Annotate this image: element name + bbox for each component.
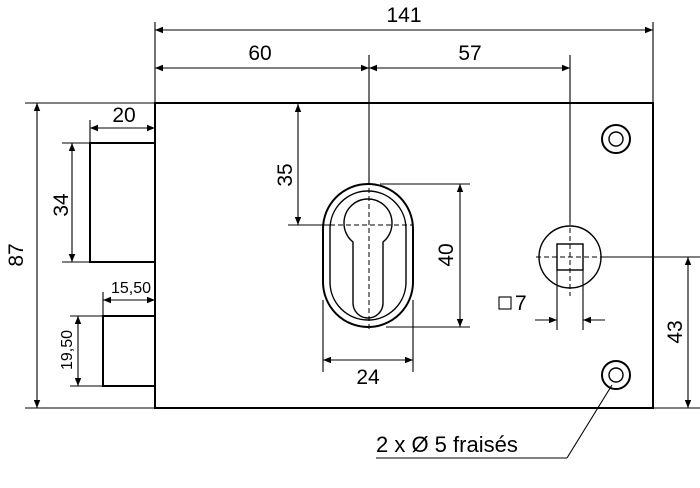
screw-holes-note: 2 x Ø 5 fraisés	[376, 432, 518, 457]
screw-hole-top-outer	[601, 124, 631, 154]
dim-7-label: 7	[515, 292, 527, 315]
top-bolt	[89, 142, 155, 263]
dim-60-label: 60	[248, 42, 271, 65]
dim-19-50-label: 19,50	[59, 330, 76, 370]
dim-40-label: 40	[435, 243, 458, 266]
screw-note-leader	[566, 384, 613, 459]
dim-141-label: 141	[386, 4, 421, 27]
cylinder-outer	[322, 183, 414, 328]
dim-57-label: 57	[458, 42, 481, 65]
dim-87-label: 87	[5, 243, 28, 266]
dim-24-label: 24	[356, 366, 380, 389]
lock-body	[154, 102, 654, 409]
square-symbol-icon	[498, 296, 512, 310]
dim-15-50-label: 15,50	[111, 280, 151, 297]
dim-34-label: 34	[50, 193, 73, 217]
bottom-bolt	[102, 315, 155, 387]
dim-20-label: 20	[112, 104, 135, 127]
screw-hole-bottom-outer	[601, 360, 631, 390]
dim-35-label: 35	[274, 163, 297, 186]
screw-hole-top-inner	[608, 131, 624, 147]
keyway	[343, 198, 393, 319]
cylinder-inner	[329, 190, 407, 321]
dim-43-label: 43	[664, 320, 687, 343]
screw-hole-bottom-inner	[608, 367, 624, 383]
